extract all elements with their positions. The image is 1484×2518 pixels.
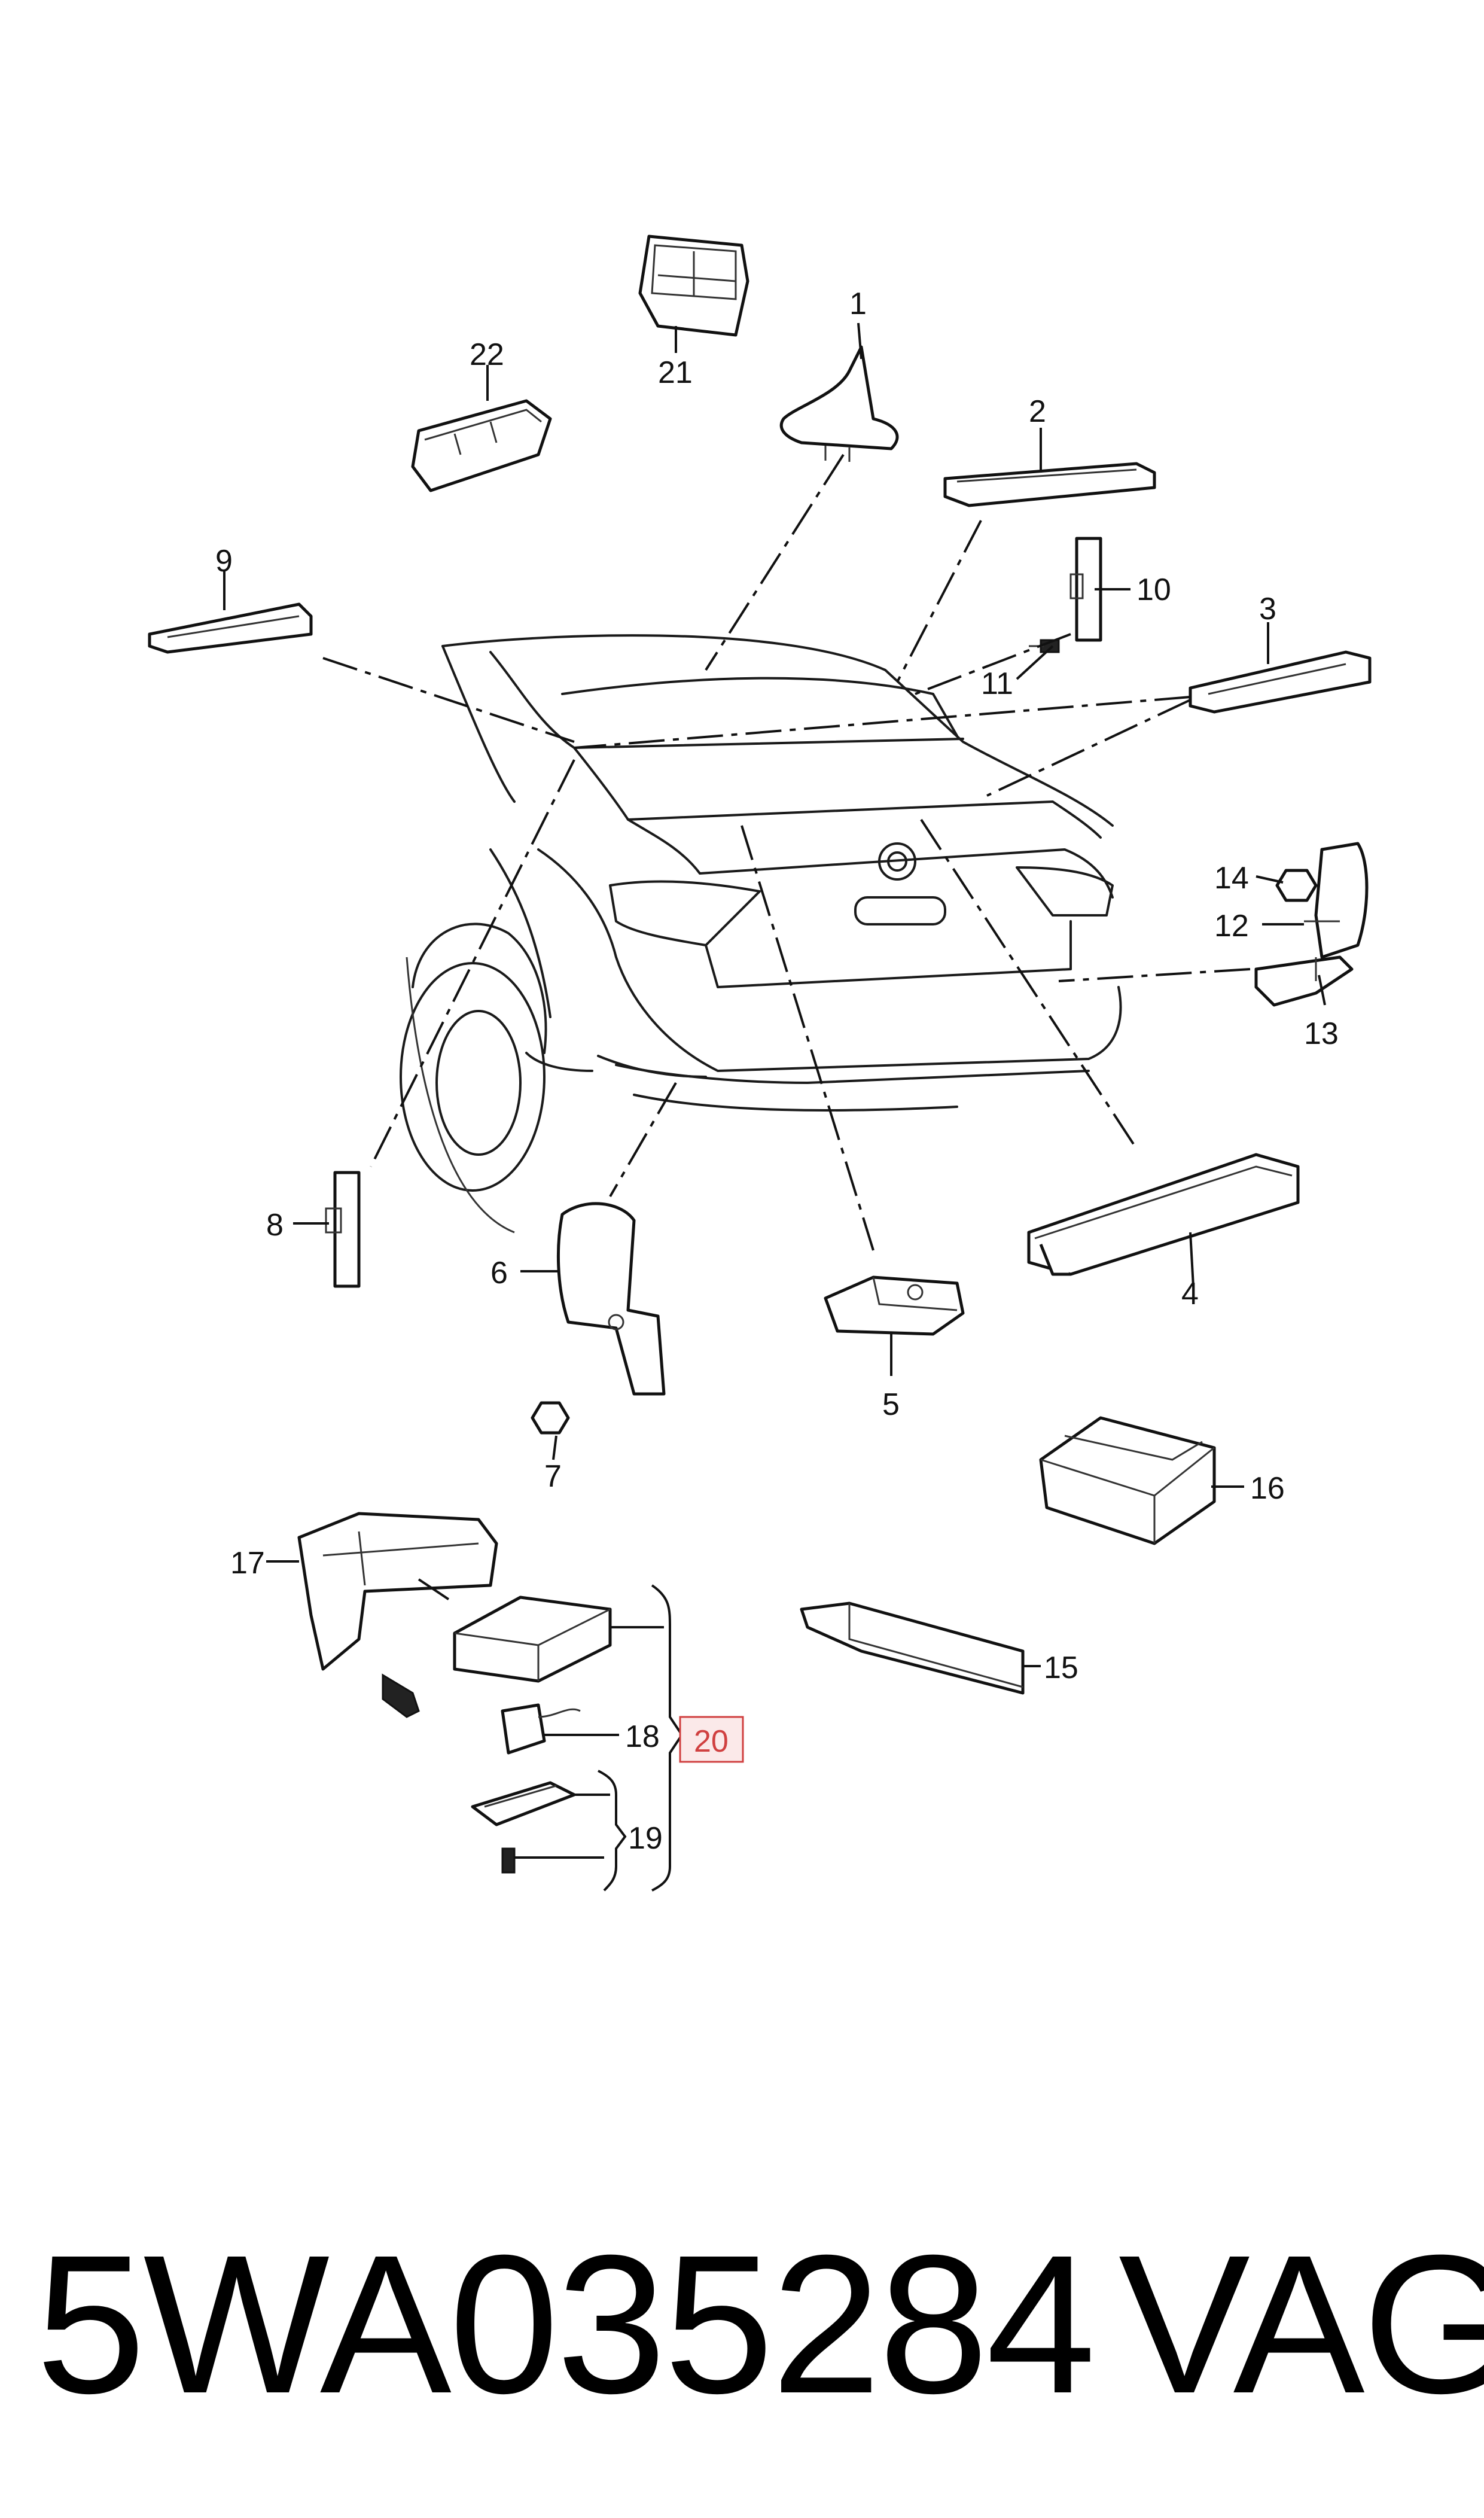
label-9: 9 xyxy=(215,544,233,578)
label-17: 17 xyxy=(230,1546,265,1581)
part-15-antenna-strip xyxy=(800,1601,1025,1695)
label-10: 10 xyxy=(1136,573,1171,607)
label-3: 3 xyxy=(1259,592,1276,626)
car-body-outline xyxy=(400,634,1122,1234)
label-21: 21 xyxy=(658,355,693,390)
label-18: 18 xyxy=(625,1719,660,1754)
part-5-sensor xyxy=(824,1275,965,1336)
leader-lines xyxy=(322,453,1251,1604)
label-16: 16 xyxy=(1250,1471,1285,1506)
part-16-control-unit xyxy=(1039,1416,1216,1545)
label-13: 13 xyxy=(1304,1016,1339,1051)
label-1: 1 xyxy=(849,287,867,321)
part-13-bracket xyxy=(1254,955,1354,1007)
part-8-bracket xyxy=(325,1171,361,1288)
label-7: 7 xyxy=(544,1459,562,1494)
label-2: 2 xyxy=(1029,394,1046,429)
part-bolt xyxy=(382,1673,420,1718)
label-8: 8 xyxy=(266,1208,284,1243)
part-17-bracket xyxy=(297,1512,498,1671)
label-19: 19 xyxy=(628,1821,663,1856)
label-4: 4 xyxy=(1181,1277,1199,1311)
part-9-antenna-amplifier xyxy=(148,602,313,654)
part-11-screw xyxy=(1029,639,1060,653)
label-22: 22 xyxy=(470,337,504,372)
part-14-nut xyxy=(1275,869,1318,902)
part-labels: 1 2 3 4 5 6 7 8 9 10 11 12 13 14 15 16 1… xyxy=(215,287,1339,1856)
label-20-highlight: 20 xyxy=(679,1716,744,1763)
part-1-roof-antenna xyxy=(779,345,899,462)
footer: 5WA035284 VAG xyxy=(0,2213,1484,2453)
label-20: 20 xyxy=(694,1724,729,1759)
part-number-text: 5WA035284 xyxy=(36,2213,1096,2434)
part-10-bracket xyxy=(1069,537,1102,642)
part-3-antenna-amplifier xyxy=(1189,650,1372,714)
part-18-connector xyxy=(501,1703,581,1755)
brand-text: VAG xyxy=(1119,2213,1484,2434)
part-19-cover xyxy=(471,1781,576,1874)
label-leaders xyxy=(223,322,1326,1892)
part-6-bracket xyxy=(556,1202,666,1396)
label-14: 14 xyxy=(1214,861,1249,896)
label-6: 6 xyxy=(490,1256,508,1290)
part-4-antenna-module xyxy=(1027,1153,1300,1276)
label-15: 15 xyxy=(1044,1651,1078,1685)
part-20-control-unit xyxy=(453,1596,612,1683)
part-21-switch xyxy=(638,235,749,337)
label-11: 11 xyxy=(981,666,1013,701)
part-2-antenna-amplifier xyxy=(943,462,1156,507)
part-7-nut xyxy=(531,1401,570,1435)
part-22-switch xyxy=(411,399,552,492)
label-12: 12 xyxy=(1214,909,1249,943)
label-5: 5 xyxy=(882,1387,900,1422)
part-12-bracket xyxy=(1304,842,1369,959)
